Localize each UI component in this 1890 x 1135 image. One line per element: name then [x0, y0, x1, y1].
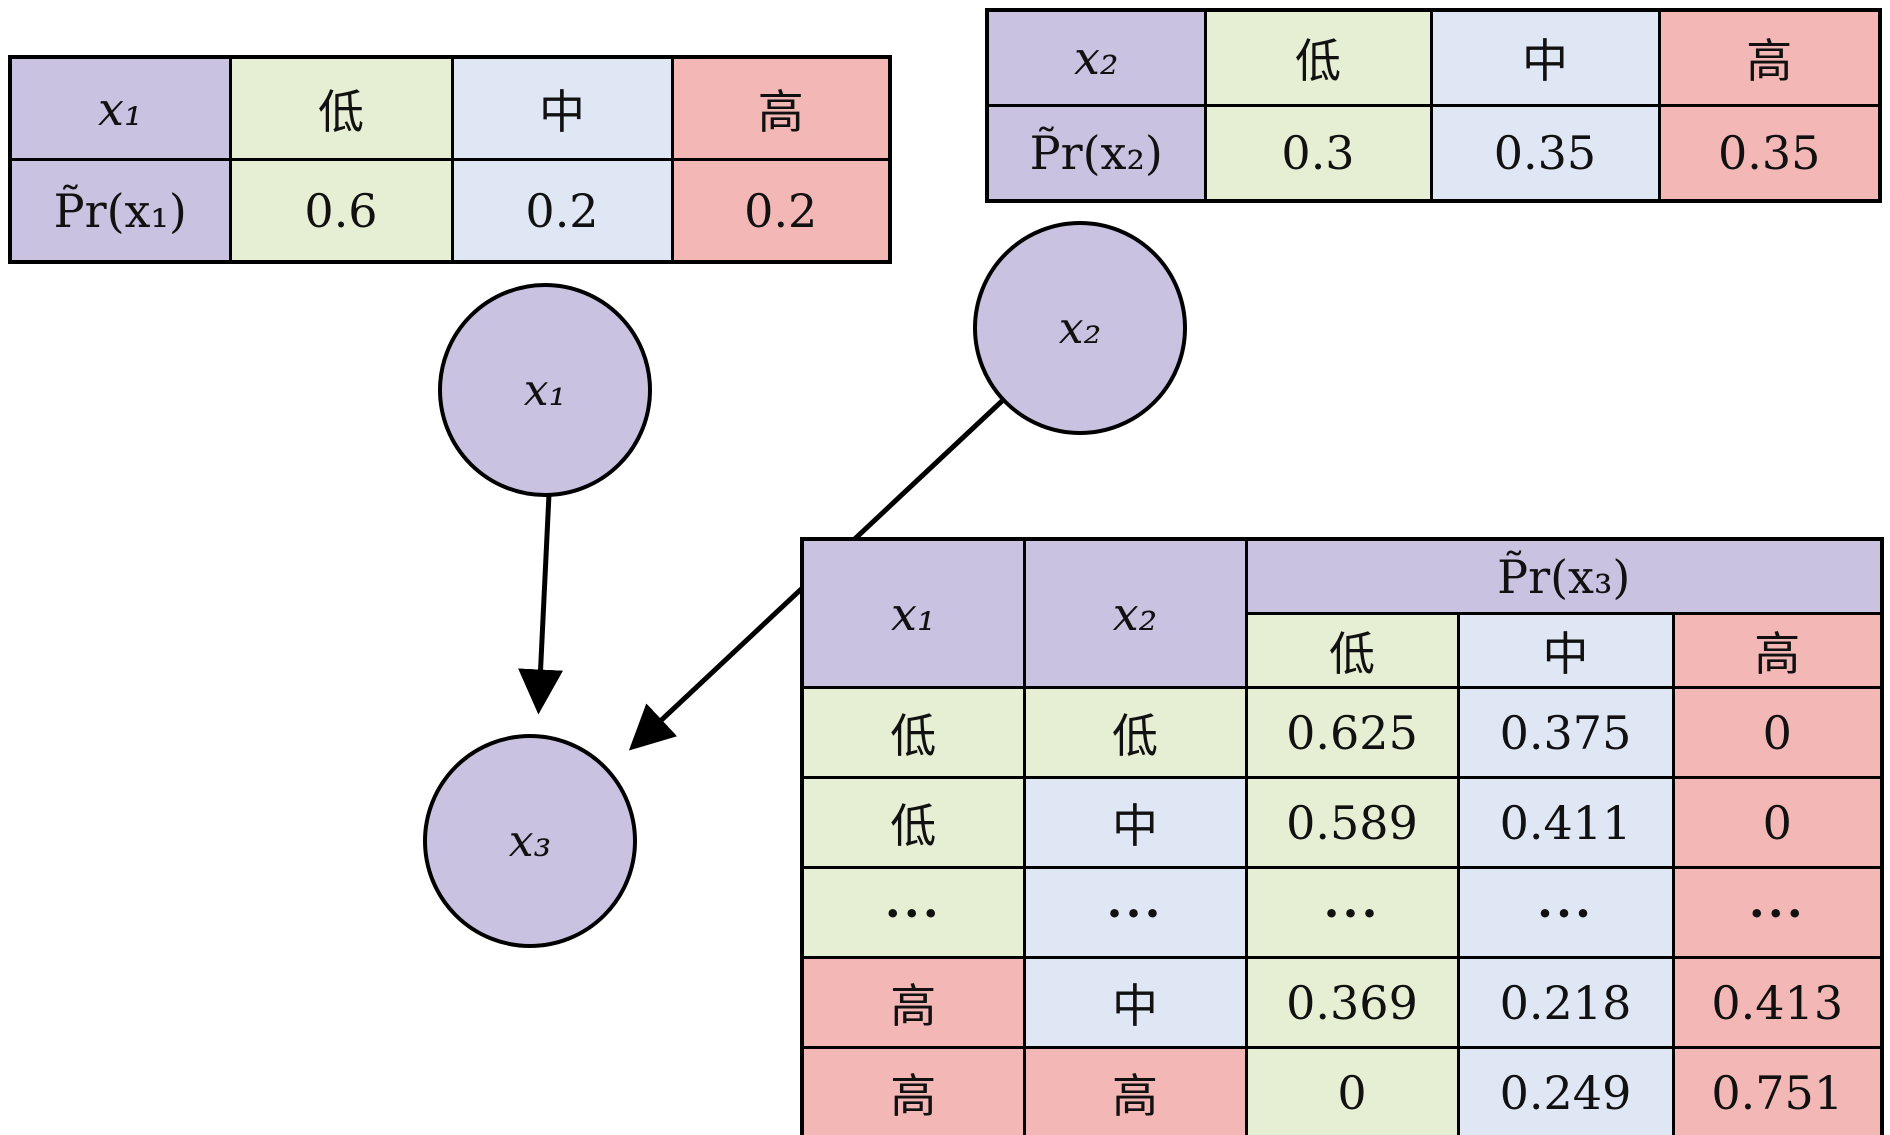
node-x3-label: x₃	[509, 816, 551, 867]
cell: 0	[1671, 686, 1884, 779]
prior-table-x2: x₂ 低 中 高 P̃r(x₂) 0.3 0.35 0.35	[985, 8, 1882, 203]
table-row: 低 低 0.625 0.375 0	[800, 686, 1884, 779]
t3-subheader-mid: 中	[1456, 612, 1675, 689]
t2-value-low: 0.3	[1203, 104, 1433, 203]
node-x1-label: x₁	[524, 365, 566, 416]
t1-variable-header: x₁	[8, 55, 232, 161]
t3-col-x2-header: x₂	[1022, 537, 1248, 689]
cell: 中	[1022, 956, 1248, 1049]
cell: 高	[1022, 1046, 1248, 1135]
cell: 0.413	[1671, 956, 1884, 1049]
table-row: x₁ x₂ P̃r(x₃)	[800, 537, 1884, 689]
cell: 0	[1244, 1046, 1460, 1135]
node-x2-label: x₂	[1059, 303, 1101, 354]
cell: 0.589	[1244, 776, 1460, 869]
t2-value-mid: 0.35	[1429, 104, 1661, 203]
cell: 高	[800, 1046, 1026, 1135]
cell: 0	[1671, 776, 1884, 869]
cell: 中	[1022, 776, 1248, 869]
cell: 0.625	[1244, 686, 1460, 779]
table-row: x₂ 低 中 高	[985, 8, 1882, 107]
node-x1	[438, 283, 652, 497]
t2-variable-header: x₂	[985, 8, 1207, 107]
edge-x1-to-x3	[518, 493, 564, 715]
cell: ···	[1244, 866, 1460, 959]
t1-header-mid: 中	[450, 55, 674, 161]
cell: 0.411	[1456, 776, 1675, 869]
cell: ···	[1671, 866, 1884, 959]
t2-header-mid: 中	[1429, 8, 1661, 107]
table-row: 高 中 0.369 0.218 0.413	[800, 956, 1884, 1049]
t2-header-high: 高	[1657, 8, 1882, 107]
cell: 0.375	[1456, 686, 1675, 779]
table-row: P̃r(x₂) 0.3 0.35 0.35	[985, 104, 1882, 203]
node-x3	[423, 734, 637, 948]
t3-col-x1-header: x₁	[800, 537, 1026, 689]
cell: 低	[800, 776, 1026, 869]
cell: 低	[1022, 686, 1248, 779]
cell: 高	[800, 956, 1026, 1049]
prior-table-x1: x₁ 低 中 高 P̃r(x₁) 0.6 0.2 0.2	[8, 55, 892, 264]
cell: 0.751	[1671, 1046, 1884, 1135]
table-row: P̃r(x₁) 0.6 0.2 0.2	[8, 158, 892, 264]
t2-header-low: 低	[1203, 8, 1433, 107]
cell: 低	[800, 686, 1026, 779]
cell: ···	[800, 866, 1026, 959]
t1-value-high: 0.2	[670, 158, 892, 264]
table-row: ··· ··· ··· ··· ···	[800, 866, 1884, 959]
cell: 0.249	[1456, 1046, 1675, 1135]
t3-subheader-high: 高	[1671, 612, 1884, 689]
t3-pr-header: P̃r(x₃)	[1244, 537, 1884, 615]
table-row: 高 高 0 0.249 0.751	[800, 1046, 1884, 1135]
t2-value-high: 0.35	[1657, 104, 1882, 203]
t1-pr-label: P̃r(x₁)	[8, 158, 232, 264]
table-row: x₁ 低 中 高	[8, 55, 892, 161]
t1-header-high: 高	[670, 55, 892, 161]
cell: 0.369	[1244, 956, 1460, 1049]
node-x2	[973, 221, 1187, 435]
table-row: 低 中 0.589 0.411 0	[800, 776, 1884, 869]
t1-value-low: 0.6	[228, 158, 454, 264]
cell: 0.218	[1456, 956, 1675, 1049]
cpt-table-x3: x₁ x₂ P̃r(x₃) 低 中 高 低 低 0.625 0.375 0 低 …	[800, 537, 1884, 1135]
cell: ···	[1456, 866, 1675, 959]
cell: ···	[1022, 866, 1248, 959]
t3-subheader-low: 低	[1244, 612, 1460, 689]
t1-header-low: 低	[228, 55, 454, 161]
t2-pr-label: P̃r(x₂)	[985, 104, 1207, 203]
table-row: 低 中 高	[802, 612, 1884, 689]
t1-value-mid: 0.2	[450, 158, 674, 264]
